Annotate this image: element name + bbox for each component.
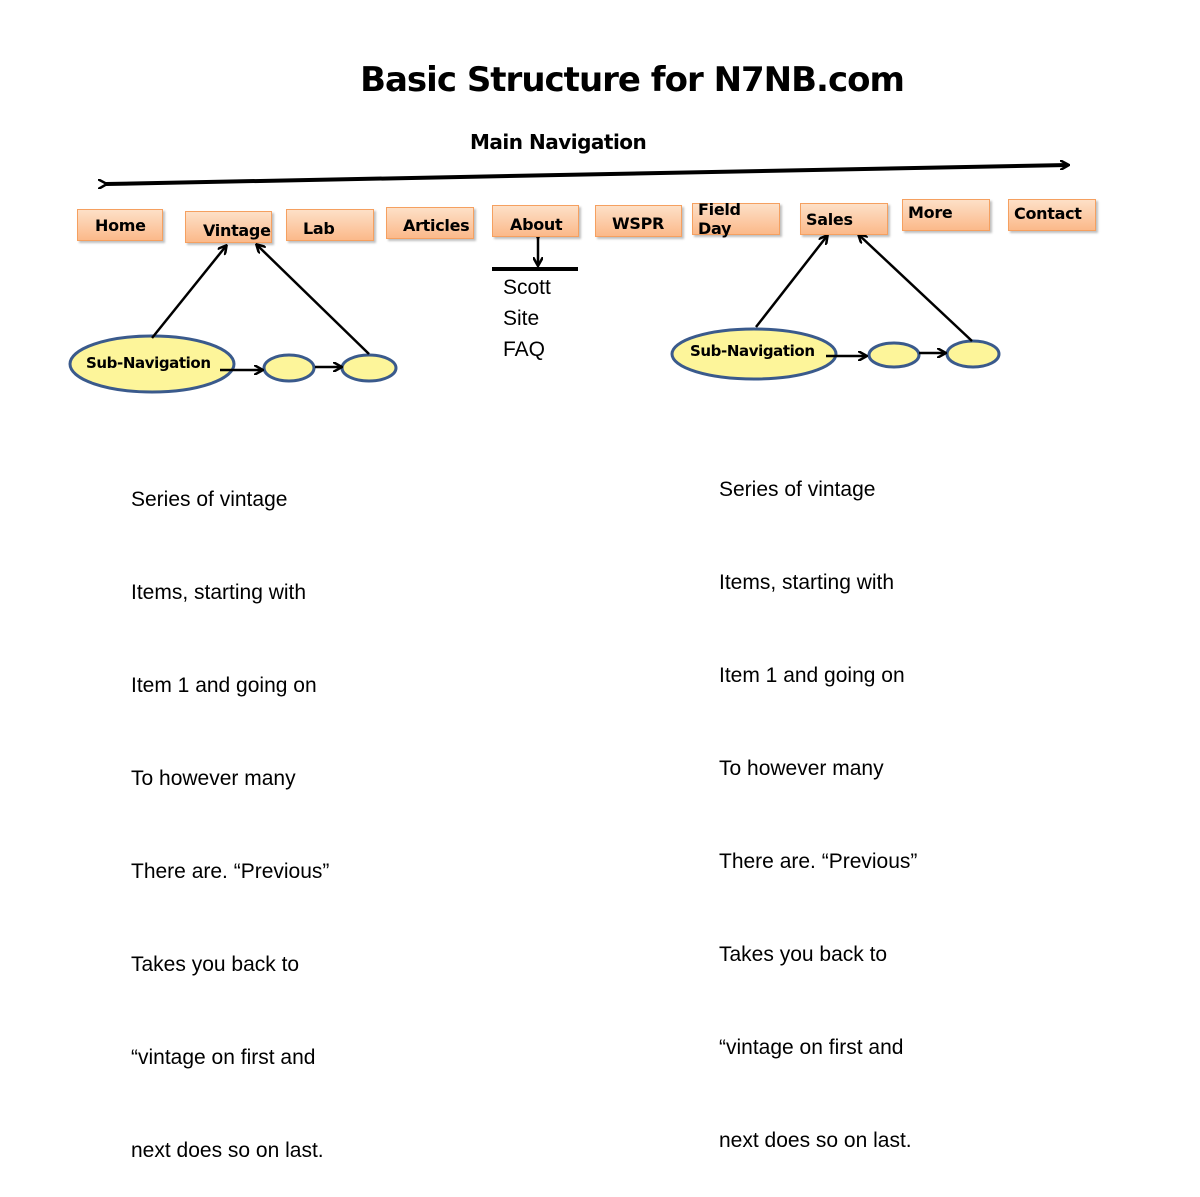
nav-button-articles[interactable]: Articles [386, 207, 474, 239]
right-description-line: Series of vintage [719, 478, 876, 501]
right-arrow-sub-to-sales [755, 236, 827, 328]
diagram-title: Basic Structure for N7NB.com [360, 60, 905, 100]
right-description-line: There are. “Previous” [719, 850, 918, 873]
right-sub-navigation-oval [670, 327, 838, 381]
left-description-line: “vintage on first and [131, 1046, 316, 1069]
nav-button-about[interactable]: About [492, 205, 579, 237]
right-description-line: To however many [719, 757, 884, 780]
left-description-line: Takes you back to [131, 953, 300, 976]
right-sub-item-oval-1 [867, 341, 921, 369]
right-description-line: Item 1 and going on [719, 664, 905, 687]
right-description-line: next does so on last. [719, 1129, 912, 1152]
nav-button-vintage[interactable]: Vintage [185, 211, 272, 243]
left-sub-navigation-oval [68, 334, 236, 394]
left-arrow-sub-to-vintage [151, 246, 226, 339]
nav-button-sales[interactable]: Sales [800, 203, 888, 235]
right-description-line: “vintage on first and [719, 1036, 904, 1059]
left-sub-item-oval-2 [340, 353, 398, 383]
right-description: Series of vintage Items, starting with I… [719, 412, 917, 1187]
about-submenu-item-faq[interactable]: FAQ [503, 338, 546, 361]
left-description-line: To however many [131, 767, 296, 790]
left-description-line: There are. “Previous” [131, 860, 330, 883]
right-arrow-last-to-sales [859, 235, 973, 342]
connector-lines [68, 0, 1200, 394]
about-submenu-item-site[interactable]: Site [503, 307, 540, 330]
left-description-line: Item 1 and going on [131, 674, 317, 697]
left-arrow-last-to-vintage [257, 245, 370, 355]
nav-button-field-day[interactable]: Field Day [692, 200, 780, 238]
right-description-line: Takes you back to [719, 943, 888, 966]
left-description-line: Items, starting with [131, 581, 307, 604]
main-navigation-label: Main Navigation [470, 130, 647, 154]
left-description-line: Series of vintage [131, 488, 288, 511]
right-sub-navigation-label: Sub-Navigation [690, 342, 815, 360]
right-sub-item-oval-2 [945, 339, 1001, 369]
left-sub-navigation-label: Sub-Navigation [86, 354, 211, 372]
nav-button-home[interactable]: Home [77, 209, 163, 241]
left-description: Series of vintage Items, starting with I… [131, 422, 329, 1197]
right-description-line: Items, starting with [719, 571, 895, 594]
main-navigation-arrow [106, 165, 1068, 184]
nav-button-wspr[interactable]: WSPR [595, 205, 682, 237]
about-submenu-item-scott[interactable]: Scott [503, 276, 551, 299]
nav-button-contact[interactable]: Contact [1008, 199, 1096, 231]
nav-button-more[interactable]: More [902, 199, 990, 231]
about-submenu: Scott Site FAQ [503, 272, 551, 365]
left-sub-item-oval-1 [262, 353, 316, 383]
left-description-line: next does so on last. [131, 1139, 324, 1162]
nav-button-lab[interactable]: Lab [286, 209, 374, 241]
